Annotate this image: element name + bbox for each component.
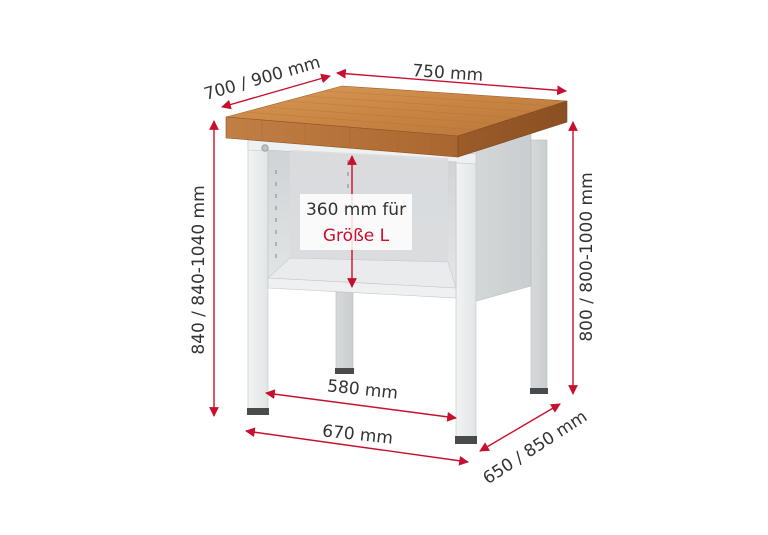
back-right-leg (530, 139, 548, 391)
back-left-foot (335, 368, 354, 374)
front-left-leg (247, 139, 269, 413)
label-height-right: 800 / 800-1000 mm (577, 172, 597, 341)
arrow-inner-width (265, 389, 457, 422)
back-left-leg (335, 291, 354, 373)
inner-label-background (300, 194, 412, 250)
worktop-side-edge (457, 100, 568, 158)
dimension-arrows (209, 68, 578, 466)
arrow-frame-width (245, 427, 469, 466)
lock-icon (261, 144, 269, 152)
front-right-foot (455, 436, 477, 444)
arrow-frame-depth (479, 403, 561, 452)
label-top-width: 750 mm (412, 61, 484, 86)
front-left-foot (247, 408, 269, 415)
back-right-foot (530, 388, 548, 394)
cabinet-bottom-rail (267, 277, 457, 299)
label-frame-width: 670 mm (321, 421, 394, 448)
front-right-leg (455, 149, 477, 441)
arrow-top-depth (221, 73, 331, 110)
label-inner-height-value: 360 mm für (306, 200, 406, 220)
label-inner-width: 580 mm (326, 376, 399, 403)
label-inner-height-size: Größe L (323, 226, 390, 246)
arrow-top-width (336, 68, 567, 96)
wood-strips-front (261, 120, 433, 155)
label-height-left: 840 / 840-1040 mm (189, 185, 209, 354)
